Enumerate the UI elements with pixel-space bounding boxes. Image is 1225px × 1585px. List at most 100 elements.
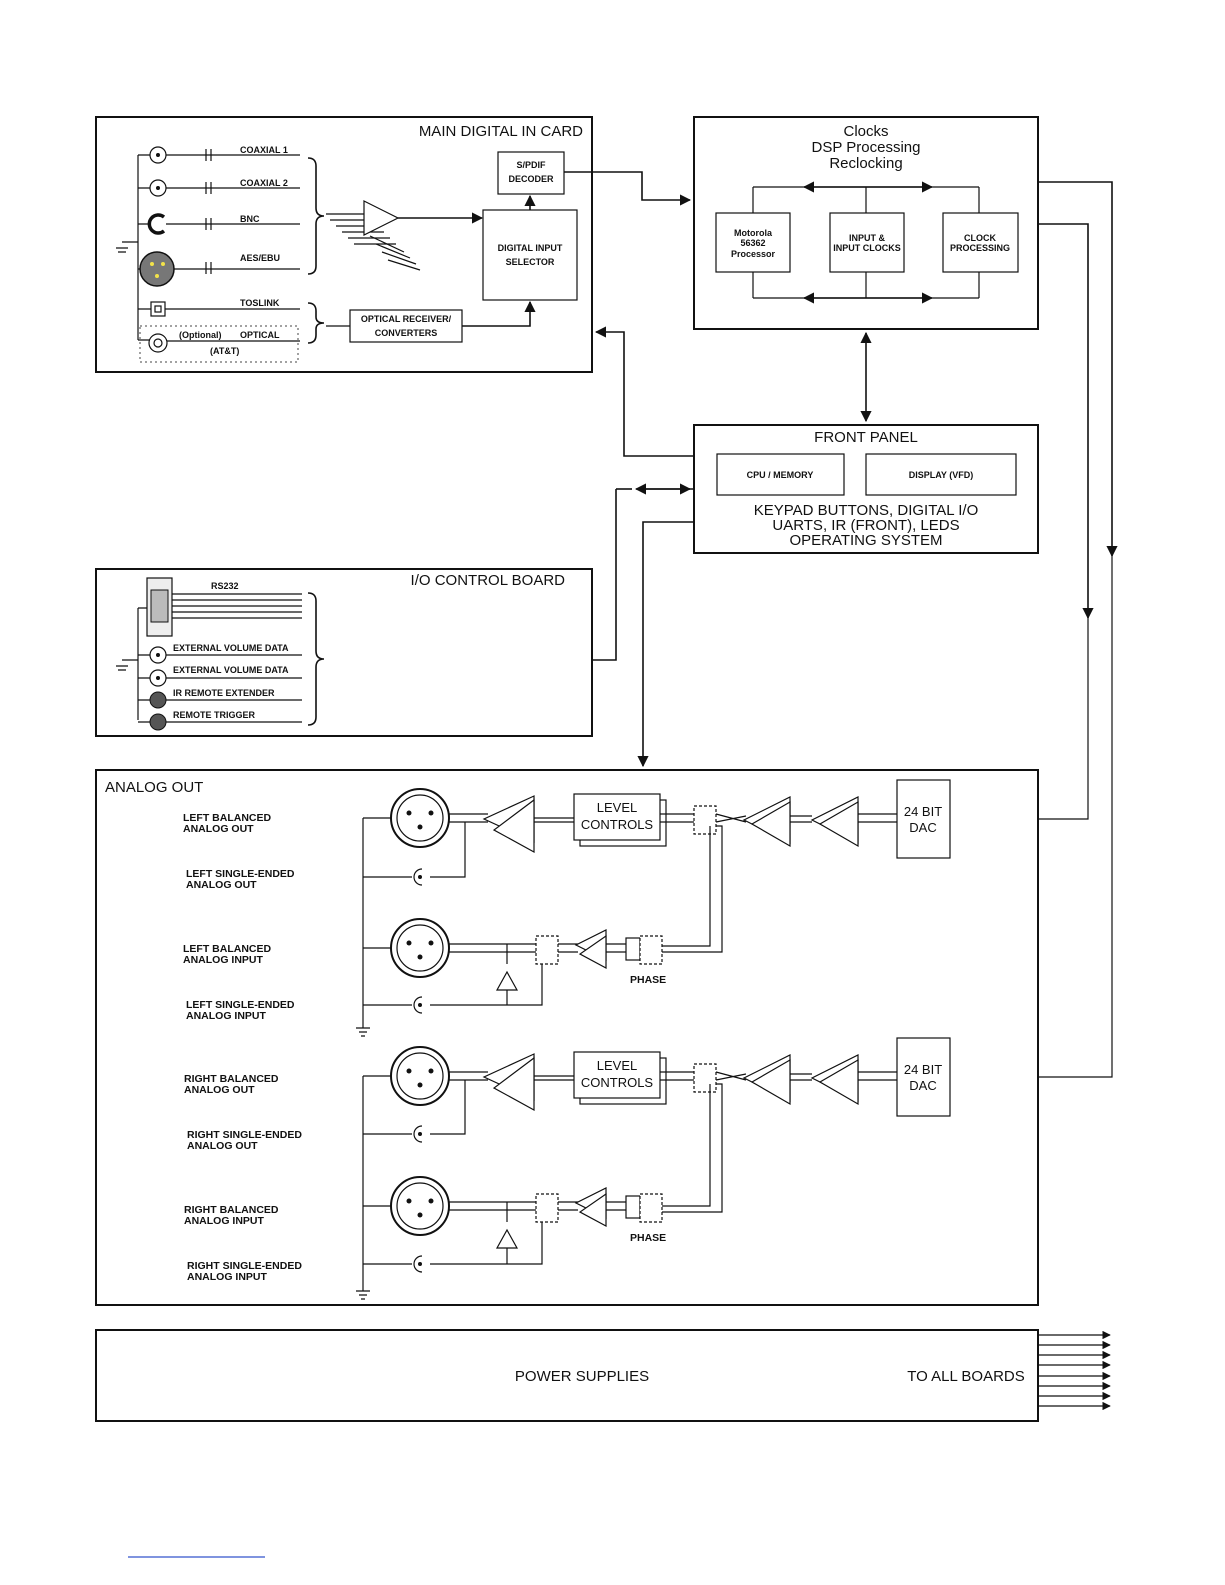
left-se-in-1: LEFT SINGLE-ENDED [186, 999, 295, 1011]
optical-label: OPTICAL [240, 330, 280, 340]
optical-input-brace [307, 302, 325, 344]
bnc-label: BNC [240, 214, 260, 224]
toslink-jack [138, 301, 300, 317]
main-card-title: MAIN DIGITAL IN CARD [419, 123, 583, 140]
motorola-line-2: 56362 [740, 238, 765, 248]
right-dac [896, 1037, 951, 1117]
io-brace [307, 592, 325, 726]
right-dac-line-1: 24 BIT [904, 1062, 942, 1077]
left-phase-label: PHASE [630, 974, 666, 986]
aes-ebu-label: AES/EBU [240, 253, 280, 263]
right-input-switch [535, 1193, 559, 1223]
att-optical-jack [138, 325, 300, 363]
dsp-title-2: DSP Processing [812, 139, 921, 156]
right-dac-line-2: DAC [909, 1078, 936, 1093]
analog-out-board: ANALOG OUT LEFT BALANCED ANALOG OUT LEFT… [95, 769, 1039, 1306]
right-switch [693, 1063, 717, 1093]
left-input-switch [535, 935, 559, 965]
right-phase-label: PHASE [630, 1232, 666, 1244]
spdif-line-1: S/PDIF [516, 160, 546, 170]
right-bal-in-1: RIGHT BALANCED [184, 1204, 279, 1216]
left-level-controls [573, 793, 661, 841]
spdif-line-2: DECODER [508, 174, 554, 184]
clock-proc-line-1: CLOCK [964, 233, 996, 243]
main-digital-in-card: MAIN DIGITAL IN CARD [95, 116, 593, 373]
coaxial-2-jack [138, 179, 300, 197]
front-panel-block: FRONT PANEL CPU / MEMORY DISPLAY (VFD) K… [693, 424, 1039, 554]
aes-ebu-xlr-jack [138, 251, 300, 287]
coaxial-1-label: COAXIAL 1 [240, 145, 288, 155]
front-panel-line-1: KEYPAD BUTTONS, DIGITAL I/O [754, 502, 979, 519]
spdif-decoder [497, 151, 565, 195]
input-clocks-line-2: INPUT CLOCKS [833, 243, 901, 253]
cpu-memory [716, 453, 845, 496]
right-level-line-2: CONTROLS [581, 1075, 654, 1090]
right-bal-out-2: ANALOG OUT [184, 1084, 255, 1096]
left-dac-line-1: 24 BIT [904, 804, 942, 819]
external-volume-jack-2 [138, 669, 302, 687]
dsp-title-3: Reclocking [829, 155, 902, 172]
dsp-block: Clocks DSP Processing Reclocking Motorol… [693, 116, 1039, 330]
digital-input-selector [482, 209, 578, 301]
selector-line-1: DIGITAL INPUT [498, 243, 563, 253]
to-all-boards-label: TO ALL BOARDS [907, 1368, 1025, 1385]
rs232-label: RS232 [211, 581, 239, 591]
left-level-line-2: CONTROLS [581, 817, 654, 832]
optional-label: (Optional) [179, 330, 222, 340]
io-control-board: I/O CONTROL BOARD RS232 EXTERNAL VOLUME … [95, 568, 593, 737]
input-clocks-line-1: INPUT & [849, 233, 886, 243]
input-buffer-amp [326, 200, 484, 271]
selector-line-2: SELECTOR [506, 257, 555, 267]
left-se-out-2: ANALOG OUT [186, 879, 257, 891]
left-se-in-2: ANALOG INPUT [186, 1010, 267, 1022]
left-dac [896, 779, 951, 859]
rs232-connector [146, 577, 173, 637]
external-volume-jack-1 [138, 646, 302, 664]
motorola-processor [715, 212, 791, 273]
optical-rx-line-1: OPTICAL RECEIVER/ [361, 314, 452, 324]
ext-volume-label-1: EXTERNAL VOLUME DATA [173, 643, 289, 653]
io-board-title: I/O CONTROL BOARD [411, 572, 566, 589]
toslink-label: TOSLINK [240, 298, 280, 308]
right-bal-out-1: RIGHT BALANCED [184, 1073, 279, 1085]
remote-trigger-label: REMOTE TRIGGER [173, 710, 256, 720]
right-channel-labels: RIGHT BALANCED ANALOG OUT RIGHT SINGLE-E… [184, 1073, 302, 1283]
left-switch [693, 805, 717, 835]
optical-receiver [349, 309, 463, 343]
front-panel-line-2: UARTS, IR (FRONT), LEDS [772, 517, 959, 534]
att-label: (AT&T) [210, 346, 239, 356]
display-vfd [865, 453, 1017, 496]
right-channel-circuit: LEVEL CONTROLS 24 BIT DAC [356, 1037, 951, 1300]
ext-volume-label-2: EXTERNAL VOLUME DATA [173, 665, 289, 675]
bnc-jack [138, 213, 300, 235]
left-bal-out-2: ANALOG OUT [183, 823, 254, 835]
remote-trigger-jack [138, 713, 302, 731]
power-supplies: POWER SUPPLIES TO ALL BOARDS [95, 1329, 1111, 1422]
display-vfd-label: DISPLAY (VFD) [909, 470, 974, 480]
left-bal-out-1: LEFT BALANCED [183, 812, 271, 824]
left-level-line-1: LEVEL [597, 800, 637, 815]
clock-proc-line-2: PROCESSING [950, 243, 1010, 253]
motorola-line-3: Processor [731, 249, 776, 259]
right-level-line-1: LEVEL [597, 1058, 637, 1073]
coaxial-2-label: COAXIAL 2 [240, 178, 288, 188]
left-channel-labels: LEFT BALANCED ANALOG OUT LEFT SINGLE-END… [183, 812, 295, 1022]
right-bal-in-2: ANALOG INPUT [184, 1215, 265, 1227]
optical-rx-line-2: CONVERTERS [375, 328, 438, 338]
analog-title: ANALOG OUT [105, 779, 203, 796]
left-bal-in-1: LEFT BALANCED [183, 943, 271, 955]
power-title: POWER SUPPLIES [515, 1368, 649, 1385]
left-bal-in-2: ANALOG INPUT [183, 954, 264, 966]
left-dac-line-2: DAC [909, 820, 936, 835]
right-se-out-2: ANALOG OUT [187, 1140, 258, 1152]
ir-remote-jack [138, 691, 302, 709]
front-panel-line-3: OPERATING SYSTEM [789, 532, 942, 549]
cpu-memory-label: CPU / MEMORY [747, 470, 814, 480]
right-se-out-1: RIGHT SINGLE-ENDED [187, 1129, 302, 1141]
right-se-in-2: ANALOG INPUT [187, 1271, 268, 1283]
motorola-line-1: Motorola [734, 228, 773, 238]
input-clocks [829, 212, 905, 273]
coaxial-1-jack [138, 146, 300, 164]
right-level-controls [573, 1051, 661, 1099]
